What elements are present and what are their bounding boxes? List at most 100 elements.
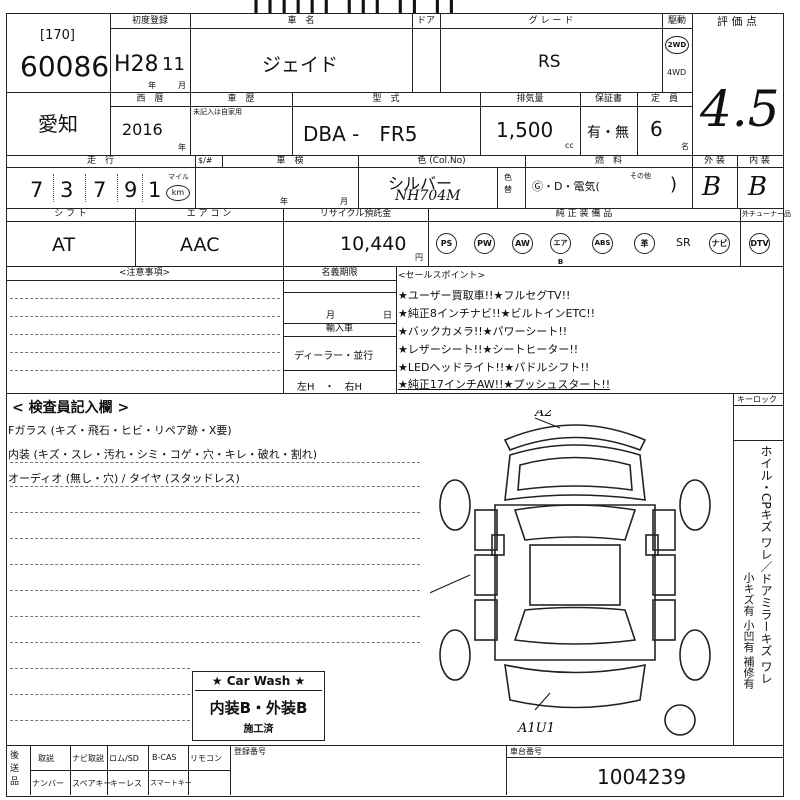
sheet-title-fragment: ┃┃┃┃┃┃ ┃┃┃ ┃┃ ┃┃ [250, 0, 460, 14]
mileage-label: 走 行 [86, 156, 114, 166]
name-change-label: 名義期限 [321, 268, 358, 278]
recycle-label: リサイクル預託金 [319, 209, 392, 219]
equip-navi: ナビ [709, 233, 730, 254]
drive-2wd-circle: 2WD [665, 36, 689, 54]
year-value: 2016 [122, 120, 163, 139]
car-damage-diagram: A2 A1 A1U1 [430, 410, 711, 736]
equip-aw: AW [512, 233, 533, 254]
after-item-spare-key: スペアキー [72, 779, 112, 788]
grade-label: グ レ ー ド [528, 16, 574, 26]
chassis-note: 未記入は自家用 [193, 108, 242, 116]
warranty-value: 有・無 [587, 125, 629, 141]
tuner-label: 外チューナー品 [742, 210, 791, 218]
interior-label: 内 装 [749, 156, 770, 166]
diagram-mark-a2: A2 [534, 410, 553, 420]
lot-number-label: [170] [40, 28, 75, 43]
equipment-label: 純 正 装 備 品 [555, 209, 613, 219]
model-value: DBA - FR5 [303, 122, 418, 146]
region-value: 愛知 [38, 112, 78, 136]
car-wash-result: 内装B・外装B [209, 699, 308, 717]
equip-airbag: エアB [550, 233, 571, 266]
year-unit: 年 [178, 143, 186, 152]
sales-point-2: ★純正8インチナビ!!★ビルトインETC!! [398, 307, 596, 320]
diagram-mark-a1u1: A1U1 [517, 721, 555, 736]
displacement-label: 排気量 [516, 94, 544, 104]
first-registration-month-unit: 月 [178, 81, 186, 90]
mileage-unit-km-circle: km [166, 185, 190, 201]
interior-value: B [748, 172, 768, 202]
mileage-digit-1: 7 [30, 178, 44, 202]
inspector-line-2: 内装 (キズ・スレ・汚れ・シミ・コゲ・穴・キレ・破れ・割れ) [8, 448, 318, 461]
chassis-label: 車 歴 [227, 94, 255, 104]
color-change-label: 色替 [504, 173, 512, 194]
sales-point-6: ★純正17インチAW!!★プッシュスタート!! [398, 378, 611, 391]
mileage-digit-3: 7 [93, 178, 107, 202]
inspector-line-1: Fガラス (キズ・飛石・ヒビ・リペア跡・X要) [8, 424, 232, 437]
aircon-label: エ ア コ ン [186, 209, 232, 219]
color-name: シルバー [388, 174, 453, 193]
mileage-unit-mile: マイル [168, 173, 189, 181]
after-items-label: 後送品 [10, 751, 20, 787]
recycle-unit: 円 [415, 253, 423, 262]
after-item-rom-sd: ロム/SD [109, 754, 139, 763]
car-wash-done: 施工済 [243, 724, 274, 735]
drive-4wd: 4WD [667, 68, 687, 77]
displacement-unit: cc [565, 141, 574, 150]
sales-point-3: ★バックカメラ!!★パワーシート!! [398, 325, 568, 338]
door-label: ドア [416, 16, 435, 26]
side-note-column-2: 小キズ有 小凹有 補修有 [742, 572, 755, 689]
equip-abs: ABS [592, 233, 613, 254]
color-label: 色 (Col.No) [417, 156, 466, 166]
vehicle-name: ジェイド [262, 54, 339, 76]
first-registration-era: H28 [114, 52, 159, 77]
capacity-unit: 名 [681, 142, 689, 151]
inspector-label: < 検査員記入欄 > [12, 400, 130, 416]
equip-leather: 革 [634, 233, 655, 254]
frame-number-label: 車台番号 [510, 747, 542, 756]
notes-label: <注意事項> [118, 268, 171, 278]
first-registration-year-unit: 年 [148, 81, 156, 90]
name-change-day: 日 [383, 311, 393, 321]
first-registration-month: 11 [162, 54, 185, 75]
sales-point-1: ★ユーザー買取車!!★フルセグTV!! [398, 289, 571, 302]
equip-ps: PS [436, 233, 457, 254]
first-registration-label: 初度登録 [131, 16, 168, 26]
name-change-month: 月 [326, 311, 336, 321]
after-item-navi-manual: ナビ取説 [72, 754, 104, 763]
side-note-column-1: ホイル・CPキズ ワレ／ドアミラーキズ ワレ [759, 445, 773, 685]
after-item-manual: 取説 [38, 754, 54, 763]
score-value: 4.5 [700, 80, 780, 138]
recycle-value: 10,440 [340, 233, 407, 255]
exterior-label: 外 装 [704, 156, 725, 166]
handle-side: 左H ・ 右H [297, 382, 363, 393]
fuel-other: その他 [630, 172, 651, 180]
aircon-value: AAC [180, 234, 220, 256]
mileage-digit-5: 1 [148, 178, 162, 202]
color-code: NH704M [395, 188, 461, 204]
grade-value: RS [538, 52, 561, 72]
keyless-label: キーロック [737, 395, 777, 404]
inspection-year-unit: 年 [280, 197, 288, 206]
after-item-bcas: B-CAS [152, 753, 177, 762]
equip-pw: PW [474, 233, 495, 254]
equip-dtv: DTV [749, 233, 770, 254]
after-item-number: ナンバー [32, 779, 64, 788]
warranty-label: 保証書 [594, 94, 622, 104]
mileage-prefix: $/# [198, 156, 213, 165]
shift-label: シ フ ト [54, 209, 87, 219]
score-label: 評 価 点 [717, 15, 757, 28]
import-label: 輸入車 [325, 324, 353, 334]
lot-number: 60086 [20, 50, 110, 83]
after-item-remote: リモコン [190, 754, 222, 763]
fuel-options: Ⓖ・D・電気( [532, 180, 600, 193]
after-item-keyless: キーレス [110, 779, 142, 788]
model-label: 型 式 [372, 94, 400, 104]
mileage-digit-2: 3 [60, 178, 74, 202]
import-dealer: ディーラー・並行 [294, 351, 374, 362]
sales-point-5: ★LEDヘッドライト!!★パドルシフト!! [398, 361, 590, 374]
fuel-label: 燃 料 [594, 156, 622, 166]
year-label: 西 暦 [136, 94, 164, 104]
drive-label: 駆動 [667, 16, 686, 26]
inspector-line-3: オーディオ (無し・穴) / タイヤ (スタッドレス) [8, 472, 240, 485]
